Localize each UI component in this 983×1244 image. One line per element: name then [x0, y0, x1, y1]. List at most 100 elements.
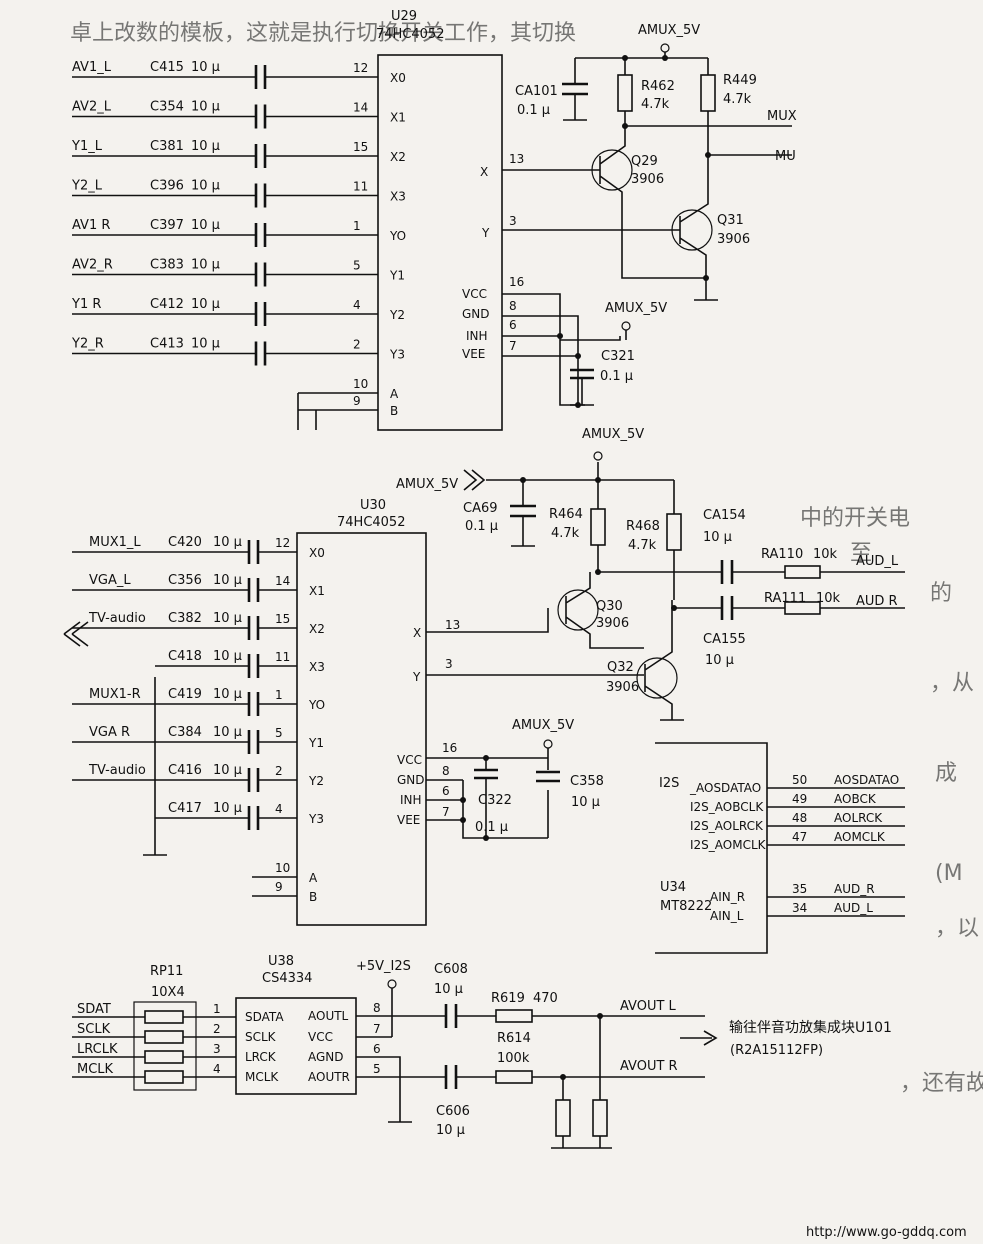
agnd-wire	[356, 1056, 401, 1122]
input-cap-val: 10 μ	[191, 337, 220, 352]
aud-l-label: AUD_L	[856, 554, 899, 569]
q30-ref: Q30	[596, 599, 623, 614]
pin-name: X2	[309, 622, 325, 636]
u38-pin-number: 6	[373, 1042, 381, 1056]
u34-pin-number: 34	[792, 901, 807, 915]
q29-ref: Q29	[631, 154, 658, 169]
u30-pin-gnd: GND	[397, 773, 425, 787]
rp11-ref: RP11	[150, 964, 183, 979]
u38-pin-number: 4	[213, 1062, 221, 1076]
u34-pin-name: _AOSDATAO	[689, 781, 761, 795]
u30-part: 74HC4052	[337, 515, 405, 530]
input-net-label: TV-audio	[88, 611, 146, 626]
u29-pin-vcc: VCC	[462, 287, 487, 301]
input-cap-val: 10 μ	[213, 535, 242, 550]
u38-ref: U38	[268, 954, 294, 969]
input-cap-val: 10 μ	[191, 297, 220, 312]
q31-symbol	[679, 155, 709, 300]
u38-pin-name: MCLK	[245, 1070, 279, 1084]
ca154-ref: CA154	[703, 508, 746, 523]
input-cap-ref: C415	[150, 60, 184, 75]
pin-number: 12	[353, 61, 368, 75]
ca101-val: 0.1 μ	[517, 103, 550, 118]
input-cap-ref: C413	[150, 337, 184, 352]
amux-5v-terminal	[660, 43, 670, 53]
input-cap-val: 10 μ	[213, 801, 242, 816]
pin-name: X2	[390, 150, 406, 164]
bleed-line: ，还有故障前	[900, 1071, 983, 1096]
ca101-ref: CA101	[515, 84, 558, 99]
pin-name: X3	[309, 660, 325, 674]
pin-number: 10	[275, 861, 290, 875]
input-cap-val: 10 μ	[213, 573, 242, 588]
u29-pinnum-3: 3	[509, 214, 517, 228]
u30-power-wires	[426, 748, 549, 839]
pin-name: A	[309, 871, 318, 885]
u38-input-net: SCLK	[77, 1022, 111, 1037]
input-cap-ref: C382	[168, 611, 202, 626]
junction-dot	[703, 275, 709, 281]
u29-pinnum-7: 7	[509, 339, 517, 353]
ra110-val: 10k	[813, 547, 838, 562]
input-net-label: Y1 R	[71, 297, 101, 312]
u29-pinnum-8: 8	[509, 299, 517, 313]
vcc-terminal	[387, 979, 397, 989]
input-cap-ref: C381	[150, 139, 184, 154]
pin-name: B	[390, 404, 398, 418]
u34-net-label: AOLRCK	[834, 811, 883, 825]
input-cap-ref: C397	[150, 218, 184, 233]
pin-number: 11	[353, 180, 368, 194]
input-net-label: MUX1-R	[89, 687, 141, 702]
pin-number: 12	[275, 536, 290, 550]
pin-name: Y3	[308, 812, 324, 826]
pin-name: YO	[389, 229, 406, 243]
pin-number: 11	[275, 650, 290, 664]
u29-supply-rail	[575, 52, 708, 59]
u29-pinnum-13: 13	[509, 152, 524, 166]
input-cap-val: 10 μ	[191, 218, 220, 233]
u38-pin-number: 1	[213, 1002, 221, 1016]
bleed-line: 的	[930, 581, 952, 606]
pin-name: Y1	[389, 269, 405, 283]
pin-number: 14	[353, 101, 368, 115]
rp11-resistor	[144, 1070, 184, 1084]
input-cap-ref: C417	[168, 801, 202, 816]
u38-vcc-net: +5V_I2S	[356, 959, 411, 974]
input-cap-val: 10 μ	[191, 100, 220, 115]
u29-pinnum-6: 6	[509, 318, 517, 332]
input-arrow-icon	[63, 621, 89, 647]
u30-amux-top-label: AMUX_5V	[582, 427, 644, 442]
pin-number: 10	[353, 377, 368, 391]
output-arrow-icon	[680, 1030, 718, 1046]
ra111-body	[784, 601, 821, 615]
pin-number: 1	[275, 688, 283, 702]
u34-pin-name: I2S_AOBCLK	[690, 800, 764, 814]
dest-part: (R2A15112FP)	[730, 1043, 823, 1058]
u30-ref: U30	[360, 498, 386, 513]
input-cap-ref: C354	[150, 100, 184, 115]
u30-pinnum-3: 3	[445, 657, 453, 671]
r462-body	[617, 74, 633, 112]
ra110-body	[784, 565, 821, 579]
u30-supply-rail	[486, 462, 674, 481]
input-net-label: Y2_L	[71, 179, 103, 194]
c321-val: 0.1 μ	[600, 369, 633, 384]
pin-number: 9	[275, 880, 283, 894]
input-cap-val: 10 μ	[213, 725, 242, 740]
r449-val: 4.7k	[723, 92, 752, 107]
u29-ref: U29	[391, 9, 417, 24]
u34-body	[655, 742, 768, 954]
u29-amux-pwr-label: AMUX_5V	[605, 301, 667, 316]
pin-name: X0	[309, 546, 325, 560]
q29-symbol	[599, 126, 626, 210]
u38-input-net: SDAT	[77, 1002, 111, 1017]
pin-name: Y2	[308, 774, 324, 788]
u30-pin-vee: VEE	[397, 813, 420, 827]
pin-number: 15	[353, 140, 368, 154]
ra111-ref: RA111	[764, 591, 806, 606]
pin-number: 15	[275, 612, 290, 626]
rp11-resistor	[144, 1030, 184, 1044]
u34-pin-name: AIN_R	[710, 890, 745, 904]
c358-val: 10 μ	[571, 795, 600, 810]
